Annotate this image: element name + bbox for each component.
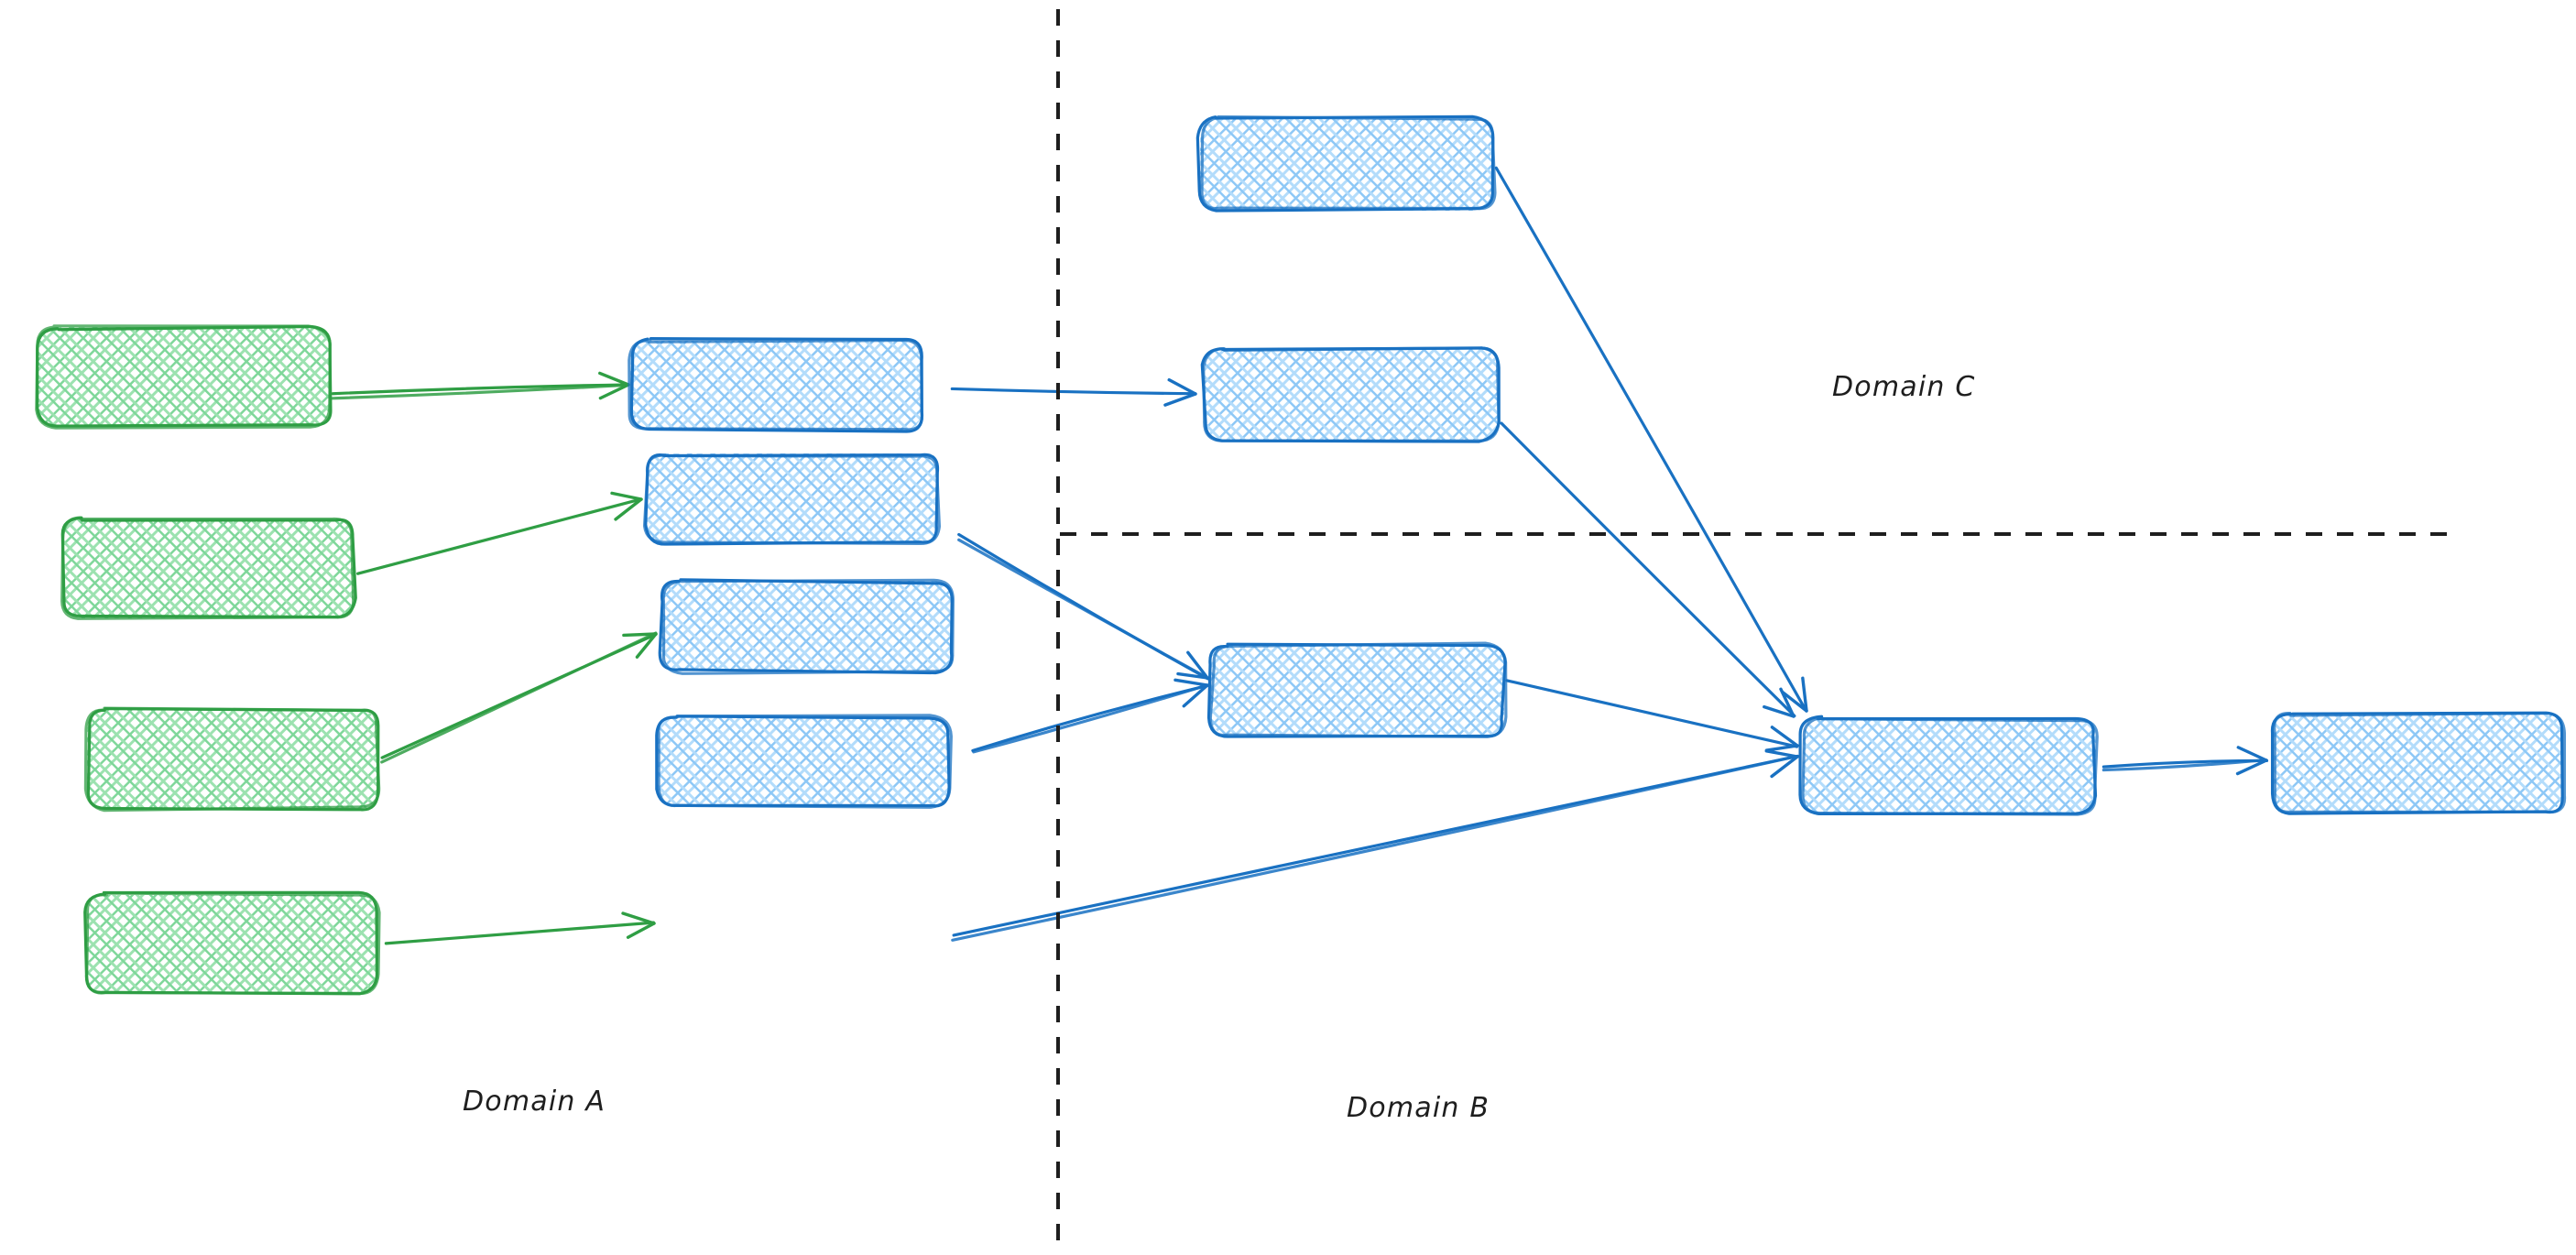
label-domain-a: Domain A [463, 1086, 606, 1118]
edge-line [331, 383, 630, 396]
edge-line [972, 683, 1208, 754]
arrow-head [621, 911, 656, 925]
label-domain-b: Domain B [1347, 1092, 1490, 1124]
node-hub[interactable] [1798, 715, 2099, 816]
arrow-head [1163, 392, 1197, 407]
node-a1[interactable] [35, 324, 333, 430]
node-outline [657, 714, 953, 809]
node-outline [661, 578, 955, 675]
edge-c3-hub[interactable] [1505, 679, 1799, 752]
node-fill-hatch-b [62, 519, 354, 618]
arrow-head [598, 371, 630, 387]
arrow-head [622, 632, 658, 638]
node-b4[interactable] [655, 714, 953, 809]
node-outline [1202, 346, 1501, 442]
node-fill-hatch-b [658, 717, 949, 807]
node-fill-hatch-b [2272, 713, 2563, 812]
arrow-head [1770, 726, 1799, 748]
node-outline [60, 516, 355, 620]
node-outline [642, 453, 942, 545]
arrow-head [1781, 690, 1808, 713]
edge-line [384, 921, 656, 945]
node-fill-hatch-b [646, 453, 937, 543]
edge-line [1505, 679, 1799, 748]
edge-a3-b3[interactable] [380, 631, 658, 764]
arrow-head [635, 632, 658, 659]
edge-line [1500, 421, 1796, 718]
edge-c1-hub[interactable] [1494, 166, 1808, 713]
arrow-head [1186, 650, 1209, 680]
arrow-head [598, 383, 630, 400]
node-outline [628, 338, 923, 431]
node-outline [83, 706, 381, 813]
node-layer [35, 115, 2567, 996]
edge-line [380, 631, 658, 764]
node-a3[interactable] [83, 706, 381, 813]
edge-c2-hub[interactable] [1500, 421, 1796, 718]
node-outline [85, 891, 381, 996]
node-b2[interactable] [642, 453, 942, 546]
arrow-head [610, 491, 643, 501]
arrow-head [2236, 746, 2268, 762]
edge-b2-c3[interactable] [957, 532, 1209, 681]
edge-a1-b1[interactable] [331, 371, 630, 400]
arrow-head [626, 922, 656, 939]
node-b3[interactable] [658, 578, 955, 675]
arrow-head [1764, 744, 1799, 752]
edge-b1-c2[interactable] [950, 377, 1197, 407]
edge-b3-c3[interactable] [971, 678, 1209, 754]
node-outline [2273, 711, 2567, 814]
edge-line [950, 387, 1197, 396]
arrow-head [2235, 758, 2268, 776]
node-sink[interactable] [2270, 711, 2567, 815]
node-fill-hatch-b [87, 710, 378, 809]
edge-line [356, 497, 642, 575]
node-fill-hatch-b [630, 341, 922, 431]
node-outline [35, 324, 332, 430]
edge-hub-sink[interactable] [2101, 746, 2269, 776]
divider-layer [1056, 9, 2458, 1244]
node-outline [1208, 641, 1508, 738]
node-c1[interactable] [1195, 115, 1497, 213]
node-fill-hatch-b [1200, 119, 1493, 211]
edge-line [957, 538, 1209, 680]
arrow-head [1182, 683, 1209, 708]
node-fill-hatch-b [1211, 644, 1504, 736]
edge-line [331, 383, 629, 400]
arrow-head [1173, 678, 1209, 687]
edge-a4-b4[interactable] [384, 911, 656, 945]
node-c2[interactable] [1200, 346, 1501, 443]
edge-a2-b2[interactable] [356, 491, 643, 575]
arrow-head [1763, 704, 1796, 718]
node-a2[interactable] [60, 516, 357, 620]
edge-layer [331, 166, 2269, 945]
label-domain-c: Domain C [1832, 371, 1976, 403]
edge-line [951, 755, 1798, 942]
edge-line [2101, 758, 2267, 772]
arrow-head [1770, 755, 1799, 779]
node-fill-hatch-b [87, 895, 378, 994]
edge-line [1494, 166, 1807, 712]
node-b1[interactable] [628, 337, 924, 433]
node-fill-hatch-b [38, 327, 330, 426]
arrow-head [1779, 687, 1796, 718]
node-fill-hatch-b [661, 581, 953, 671]
arrow-head [1176, 671, 1209, 680]
edge-b4-hub[interactable] [951, 749, 1799, 942]
node-c3[interactable] [1206, 641, 1508, 738]
node-fill-hatch-b [1205, 348, 1498, 440]
arrow-head [1764, 749, 1799, 758]
node-fill-hatch-b [1803, 718, 2096, 813]
arrow-head [1167, 377, 1197, 396]
node-outline [1801, 715, 2099, 816]
arrow-head [1801, 676, 1808, 713]
node-a4[interactable] [83, 890, 381, 996]
node-outline [1200, 115, 1497, 211]
arrow-head [614, 497, 643, 521]
